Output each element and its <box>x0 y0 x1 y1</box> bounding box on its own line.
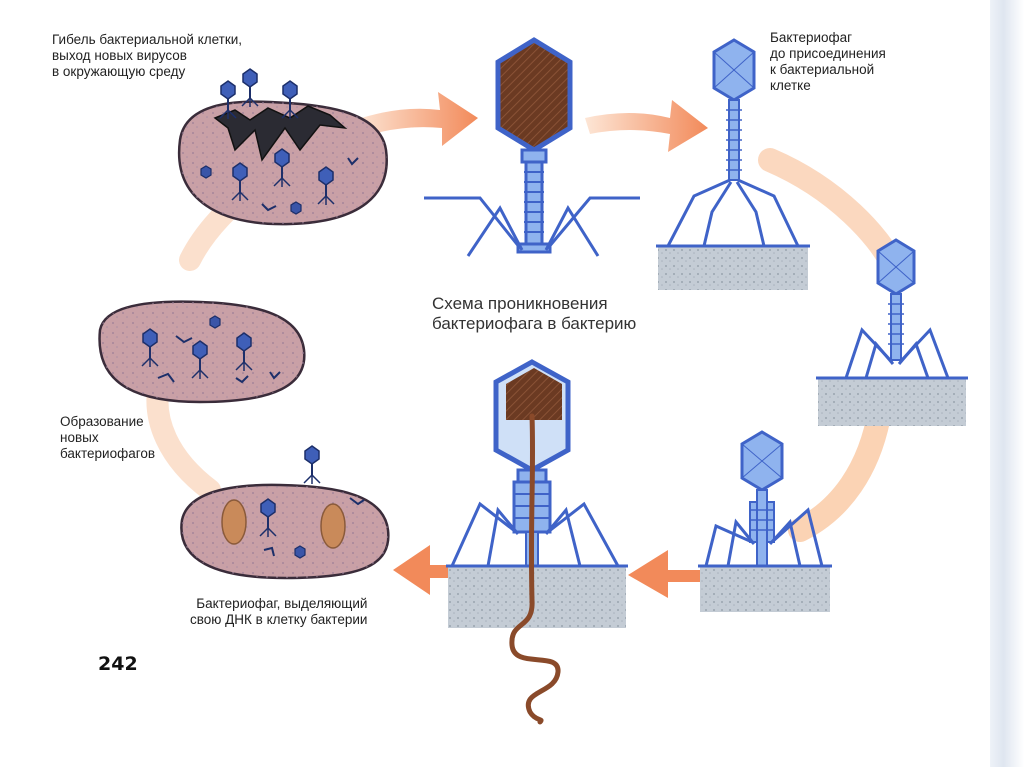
label-cell-death: Гибель бактериальной клетки, выход новых… <box>52 32 242 80</box>
label-line: бактериофагов <box>60 446 156 461</box>
page-number: 242 <box>98 653 138 675</box>
phage-icon <box>656 38 810 290</box>
label-line: в окружающую среду <box>52 64 186 79</box>
label-before-attach: Бактериофаг до присоединения к бактериал… <box>770 30 886 94</box>
bacterium-formation <box>98 300 306 404</box>
phage-icon <box>698 430 832 612</box>
title-line: Схема проникновения <box>432 294 608 313</box>
label-line: Бактериофаг <box>770 30 853 45</box>
phage-icon <box>816 238 968 426</box>
label-line: до присоединения <box>770 46 886 61</box>
cycle-arrow-icon <box>585 100 708 152</box>
cycle-arrow-icon <box>393 545 455 595</box>
bacterium-infected <box>180 445 390 580</box>
label-dna-release: Бактериофаг, выделяющий свою ДНК в клетк… <box>190 596 367 628</box>
cycle-arrow-icon <box>355 92 478 146</box>
label-line: Образование <box>60 414 144 429</box>
phage-icon <box>424 37 640 257</box>
label-formation: Образование новых бактериофагов <box>60 414 155 462</box>
label-line: к бактериальной <box>770 62 875 77</box>
label-line: клетке <box>770 78 811 93</box>
bacterium-lysing <box>177 68 388 226</box>
label-line: выход новых вирусов <box>52 48 187 63</box>
label-line: Бактериофаг, выделяющий <box>196 596 368 611</box>
cycle-arrow-icon <box>628 550 700 598</box>
label-line: Гибель бактериальной клетки, <box>52 32 243 47</box>
label-line: свою ДНК в клетку бактерии <box>190 612 368 627</box>
label-line: новых <box>60 430 99 445</box>
title-line: бактериофага в бактерию <box>432 314 637 333</box>
page-edge <box>990 0 1024 767</box>
phage-icon <box>446 359 628 725</box>
diagram-title: Схема проникновения бактериофага в бакте… <box>432 294 636 334</box>
